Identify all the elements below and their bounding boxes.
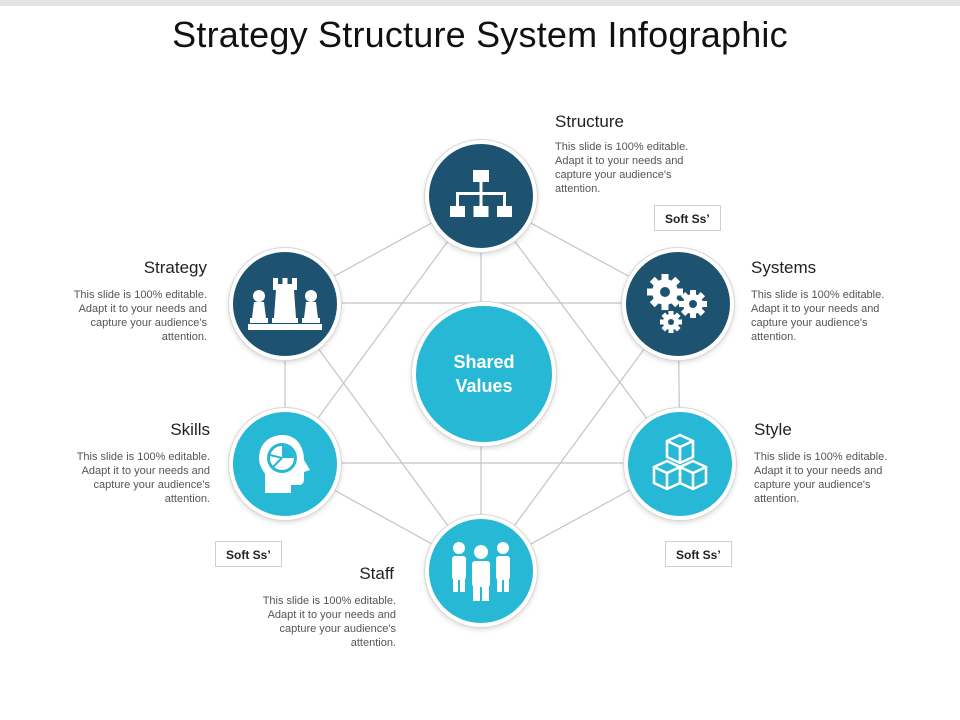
strategy-heading: Strategy [143,258,207,277]
style-description: This slide is 100% editable. Adapt it to… [754,451,888,505]
structure-heading: Structure [555,112,624,131]
soft-ss-tag-bottom-right: Soft Ss’ [665,541,732,567]
skills-heading: Skills [170,420,210,439]
style-heading: Style [754,420,792,439]
soft-ss-tag-bottom-left: Soft Ss’ [215,541,282,567]
skills-node [229,408,341,520]
systems-node [622,248,734,360]
strategy-description: This slide is 100% editable. Adapt it to… [73,289,207,343]
top-bar [0,0,960,6]
chess-icon [248,278,322,330]
strategy-heading-wrap: Strategy [107,258,207,278]
systems-heading: Systems [751,258,817,277]
people-icon [452,542,510,601]
staff-heading-wrap: Staff [294,564,394,584]
systems-description: This slide is 100% editable. Adapt it to… [751,289,885,343]
soft-ss-tag-top-right: Soft Ss’ [654,205,721,231]
staff-node [425,515,537,627]
staff-description: This slide is 100% editable. Adapt it to… [262,595,396,649]
skills-description: This slide is 100% editable. Adapt it to… [76,451,210,505]
strategy-node [229,248,341,360]
structure-node [425,140,537,252]
head-chart-icon [259,435,310,493]
style-node [624,408,736,520]
gears-icon [647,274,707,333]
structure-description: This slide is 100% editable. Adapt it to… [555,141,689,195]
skills-heading-wrap: Skills [110,420,210,440]
page-title: Strategy Structure System Infographic [172,14,788,55]
staff-heading: Staff [359,564,394,583]
org-chart-icon [450,170,512,217]
cubes-icon [652,433,708,491]
